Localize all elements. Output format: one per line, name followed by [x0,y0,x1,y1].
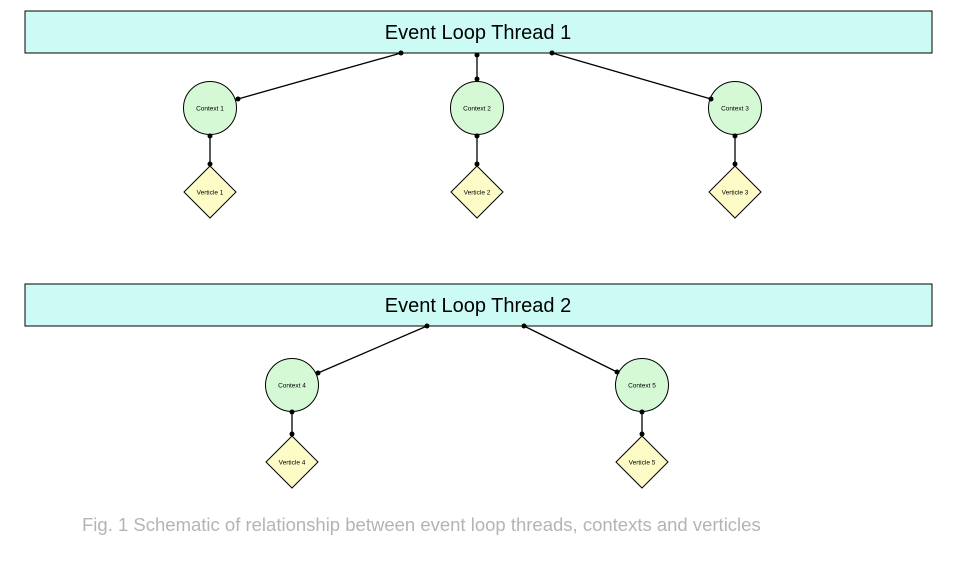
connection-dot [732,133,738,139]
connection-dot [398,50,404,56]
connector-thread2-context4 [317,325,428,374]
connection-dots-thread-1 [207,50,738,167]
context-label-5: Context 5 [628,383,656,390]
thread-label-1: Event Loop Thread 1 [385,22,571,44]
connector-thread1-context1 [237,52,402,100]
connection-dot [474,133,480,139]
verticle-label-2: Verticle 2 [464,190,491,197]
verticle-node-4 [265,435,319,489]
connection-dot [549,50,555,56]
connectors-thread-2 [291,325,643,434]
verticle-node-3 [708,165,762,219]
connection-dot [639,431,645,437]
figure-caption: Fig. 1 Schematic of relationship between… [82,514,761,535]
thread-bar-2 [24,283,933,327]
thread-group-1: Event Loop Thread 1 Context 1 Context 2 … [24,10,933,219]
connection-dot [474,161,480,167]
connection-dot [207,133,213,139]
verticle-label-1: Verticle 1 [197,190,224,197]
connection-dot [474,76,480,82]
connection-dot [315,370,321,376]
verticle-node-5 [615,435,669,489]
connector-thread2-context5 [523,325,618,373]
verticle-label-5: Verticle 5 [629,460,656,467]
connection-dot [289,409,295,415]
context-label-2: Context 2 [463,106,491,113]
verticle-label-3: Verticle 3 [722,190,749,197]
verticle-node-2 [450,165,504,219]
context-label-1: Context 1 [196,106,224,113]
connectors-thread-1 [209,52,736,164]
connection-dot [521,323,527,329]
connector-thread1-context3 [551,52,712,100]
connection-dot [732,161,738,167]
thread-group-2: Event Loop Thread 2 Context 4 Context 5 … [24,283,933,489]
connection-dot [424,323,430,329]
thread-label-2: Event Loop Thread 2 [385,295,571,317]
connection-dot [289,431,295,437]
connection-dot [708,96,714,102]
context-label-3: Context 3 [721,106,749,113]
connection-dot [207,161,213,167]
connection-dot [235,96,241,102]
verticle-node-1 [183,165,237,219]
connection-dot [474,52,480,58]
connection-dots-thread-2 [289,323,645,437]
connection-dot [614,369,620,375]
connection-dot [639,409,645,415]
context-label-4: Context 4 [278,383,306,390]
verticle-label-4: Verticle 4 [279,460,306,467]
